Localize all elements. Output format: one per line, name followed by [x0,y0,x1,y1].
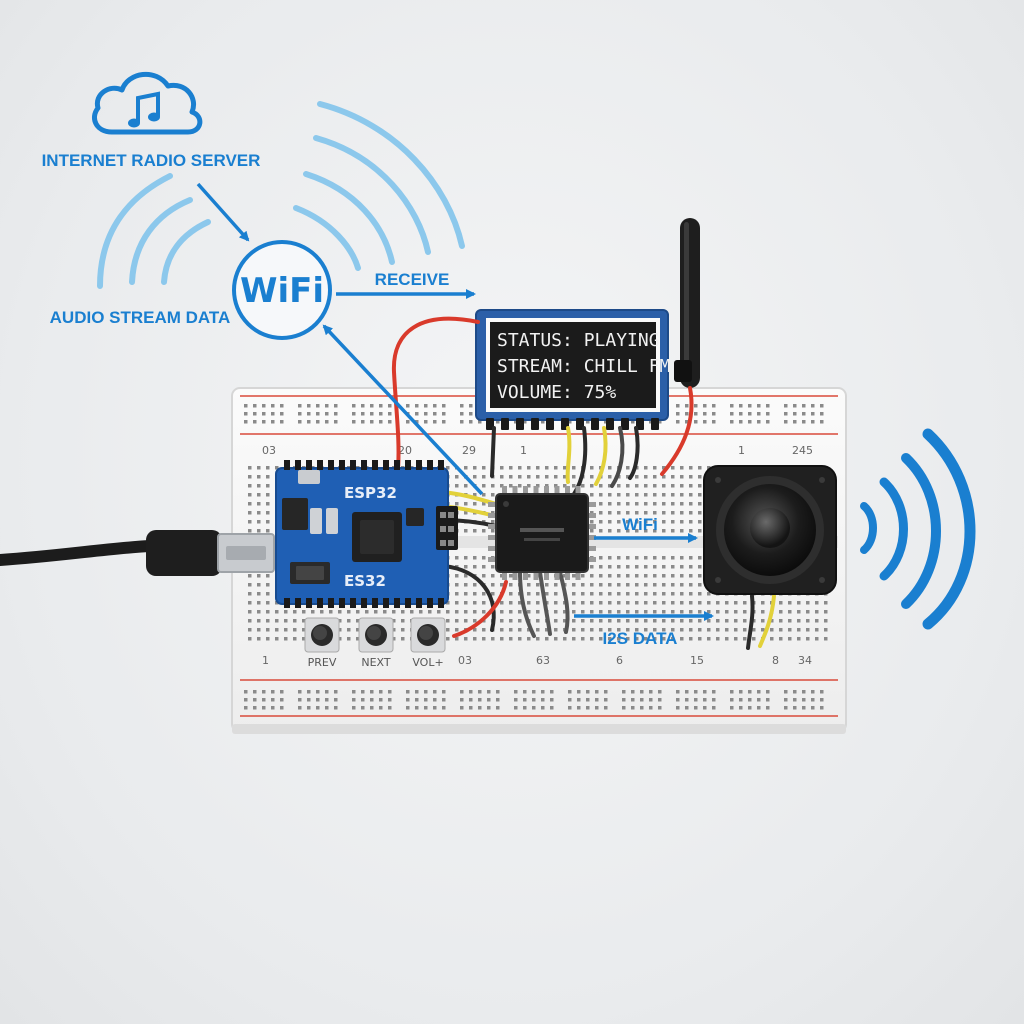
server-label: INTERNET RADIO SERVER [42,151,261,170]
usb-cable-icon [0,530,275,576]
cloud-music-icon [92,71,203,135]
chip-to-wifi-arrow [322,324,484,496]
music-note-icon [128,91,160,128]
lcd-line-status: STATUS: PLAYING [497,330,660,351]
i2s-label: I2S DATA [603,629,678,648]
lcd-display: STATUS: PLAYING STREAM: CHILL FM VOLUME:… [475,309,671,430]
bb-num: 1 [738,444,745,457]
button-next[interactable]: NEXT [358,617,394,669]
bb-num: 8 [772,654,779,667]
audio-wave-arcs [97,173,211,289]
receive-label: RECEIVE [375,270,450,289]
bb-num: 63 [536,654,550,667]
bb-num: 03 [262,444,276,457]
chip-legs [488,486,596,580]
esp32-board: ESP32 ES32 [275,460,458,608]
bb-num: 1 [262,654,269,667]
esp32-sublabel: ES32 [344,572,386,590]
wifi-broadcast-arcs [293,101,465,271]
sound-waves-icon [860,428,976,630]
bb-num: 20 [398,444,412,457]
bb-num: 245 [792,444,813,457]
wifi-node-label: WiFi [240,271,324,311]
bb-num: 6 [616,654,623,667]
wifi-arrow-label: WiFi [622,515,658,534]
server-to-wifi-arrow [196,182,250,242]
audio-stream-label: AUDIO STREAM DATA [50,308,231,327]
bb-num: 15 [690,654,704,667]
bb-num: 03 [458,654,472,667]
bb-num: 34 [798,654,812,667]
lcd-line-stream: STREAM: CHILL FM [497,356,671,377]
breadboard-numbers-bottom: 1 03 63 6 15 8 34 [262,654,812,667]
button-prev[interactable]: PREV [304,617,340,669]
antenna-icon [674,218,700,388]
speaker-icon [703,465,837,595]
lcd-pin-header [486,418,659,430]
button-prev-label: PREV [308,656,337,669]
breadboard-numbers-top: 03 20 29 1 1 245 [262,444,813,457]
wifi-node: WiFi [232,240,332,340]
lcd-line-volume: VOLUME: 75% [497,382,616,403]
bb-num: 1 [520,444,527,457]
dac-chip [488,486,596,580]
button-next-label: NEXT [361,656,391,669]
esp32-pin-row [284,460,444,608]
esp32-label: ESP32 [344,484,397,502]
button-volup[interactable]: VOL+ [410,617,446,669]
button-volup-label: VOL+ [412,656,443,669]
bb-num: 29 [462,444,476,457]
